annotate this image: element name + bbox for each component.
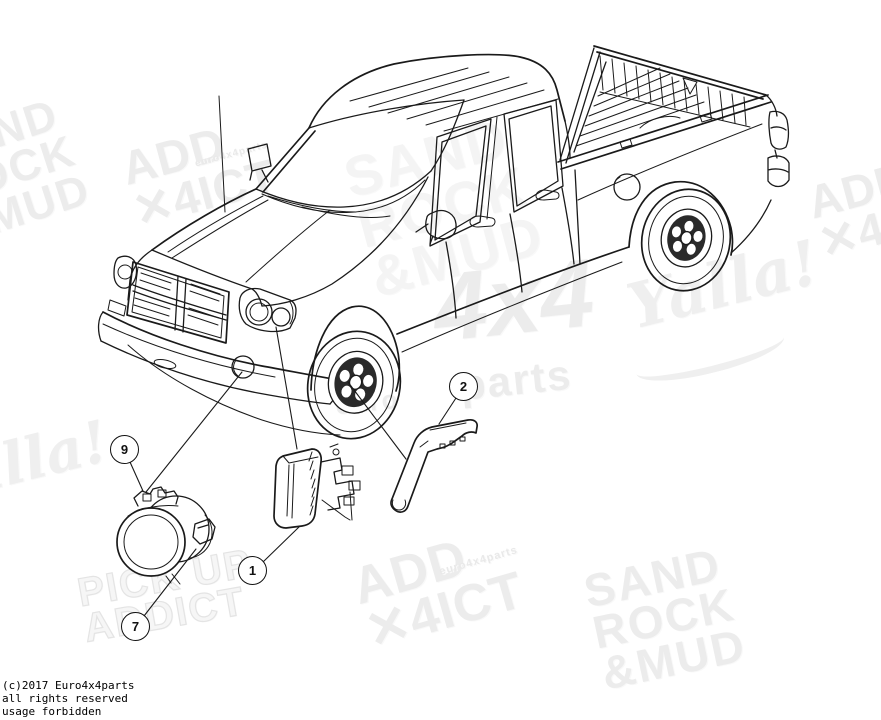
mounting-bracket-part xyxy=(390,418,478,513)
front-wheel xyxy=(306,330,402,440)
left-mirror xyxy=(247,143,272,183)
fog-lamp-bracket xyxy=(133,486,179,507)
roof-ribs xyxy=(349,67,559,132)
callout-2-number: 2 xyxy=(459,379,468,394)
headlamp-part xyxy=(273,443,361,529)
copyright-line-2: all rights reserved xyxy=(2,692,128,705)
leader-callout-2 xyxy=(438,397,457,425)
front-bumper xyxy=(97,299,346,436)
rear-door-handle xyxy=(535,189,560,201)
leader-foglamp xyxy=(145,371,243,493)
leader-callout-9 xyxy=(129,461,144,492)
truck-illustration xyxy=(97,45,790,440)
front-door-handle xyxy=(469,215,496,228)
grille xyxy=(126,261,230,344)
headlamp-hatching xyxy=(308,451,316,516)
copyright-line-1: (c)2017 Euro4x4parts xyxy=(2,679,135,692)
callout-9: 9 xyxy=(110,435,139,464)
callout-7: 7 xyxy=(121,612,150,641)
left-headlamp xyxy=(113,255,138,289)
leader-headlamp xyxy=(275,326,298,450)
rear-wheel-arch xyxy=(628,180,734,256)
callout-2: 2 xyxy=(449,372,478,401)
leader-callout-1 xyxy=(262,526,300,563)
copyright-line-3: usage forbidden xyxy=(2,705,102,718)
bed-floor-ribs xyxy=(575,67,705,147)
wipers xyxy=(261,179,426,219)
bed-wall-slats xyxy=(599,55,751,128)
callout-9-number: 9 xyxy=(120,442,129,457)
pickup-bed xyxy=(557,45,772,265)
fog-lamp-clip xyxy=(192,518,216,545)
truck-fog-lamp xyxy=(231,355,255,379)
rear-door-window xyxy=(503,99,564,213)
fog-lamp-part xyxy=(116,486,216,585)
leader-bracket xyxy=(347,381,407,460)
truck-headlamp xyxy=(238,287,297,333)
callout-1-number: 1 xyxy=(248,563,257,578)
callout-7-number: 7 xyxy=(131,619,140,634)
antenna xyxy=(218,95,226,213)
truck-rear xyxy=(765,94,790,188)
copyright-notice: (c)2017 Euro4x4parts all rights reserved… xyxy=(2,679,134,718)
callout-1: 1 xyxy=(238,556,267,585)
front-wheel-arch xyxy=(310,305,401,392)
rear-bumper xyxy=(767,149,790,188)
windshield xyxy=(308,99,465,129)
taillight xyxy=(768,110,790,150)
rear-wheel xyxy=(640,188,732,292)
hood xyxy=(151,188,257,251)
fuel-filler-door xyxy=(613,173,641,201)
